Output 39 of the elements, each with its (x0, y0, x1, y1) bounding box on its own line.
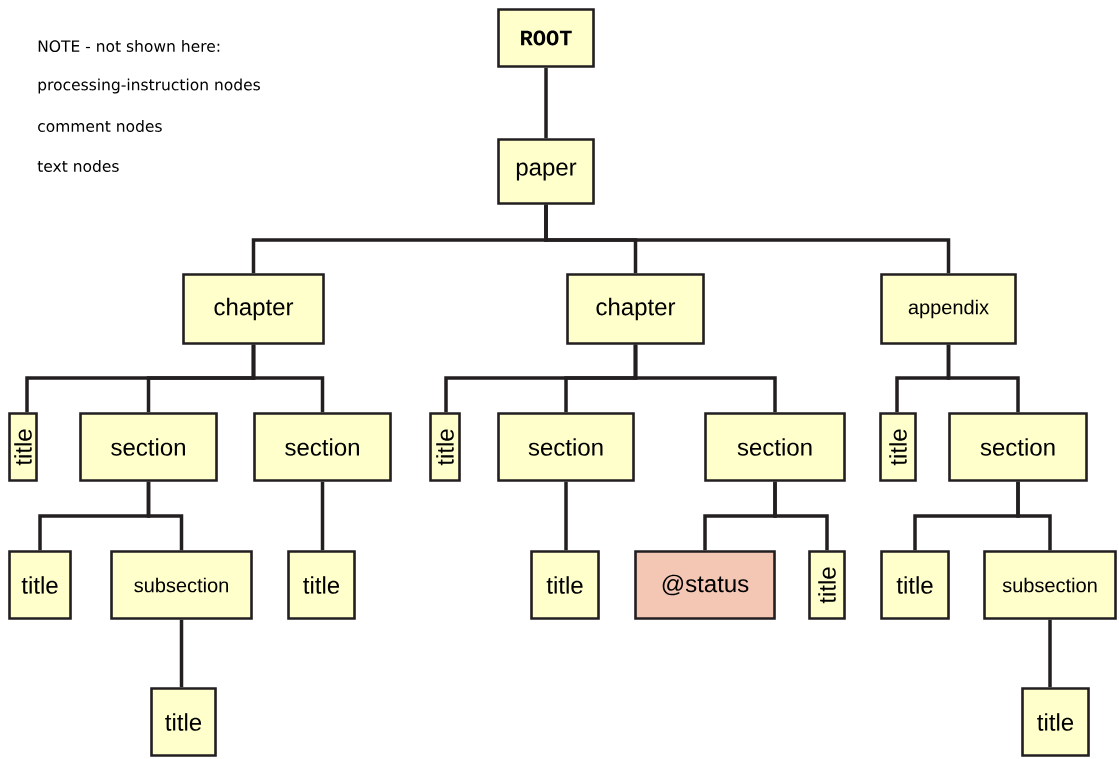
element-box: subsection (983, 550, 1117, 620)
note-text: text nodes (37, 160, 119, 172)
element-box: chapter (566, 273, 705, 345)
connector (1016, 481, 1052, 551)
attribute-box: @status (634, 550, 776, 620)
connector (544, 204, 951, 274)
connector (146, 481, 184, 551)
element-box: section (253, 412, 392, 482)
element-box: chapter (182, 273, 325, 345)
connector (633, 344, 777, 413)
element-box: title (530, 550, 600, 620)
element-box: section (79, 412, 218, 482)
connector (544, 67, 548, 139)
connector (773, 481, 829, 551)
connector (251, 344, 325, 413)
connector (320, 481, 325, 551)
root-box: ROOT (497, 8, 595, 68)
element-box: title (8, 412, 38, 482)
note-text: NOTE - not shown here: (38, 40, 220, 52)
element-box: title (808, 550, 846, 620)
connector (946, 344, 1020, 413)
connector (179, 619, 184, 688)
element-box: appendix (880, 273, 1017, 345)
element-box: section (704, 412, 846, 482)
connector (1048, 619, 1052, 688)
element-box: title (879, 412, 917, 482)
element-box: paper (497, 138, 595, 205)
element-box: title (150, 687, 217, 757)
element-box: section (948, 412, 1088, 482)
note-text: comment nodes (38, 120, 162, 132)
element-box: title (880, 550, 950, 620)
element-box: title (1021, 687, 1090, 757)
element-box: title (287, 550, 356, 620)
element-box: title (8, 550, 72, 620)
element-box: title (429, 412, 461, 482)
element-box: section (497, 412, 635, 482)
connector (564, 481, 568, 551)
element-box: subsection (110, 550, 253, 620)
note-text: processing-instruction nodes (38, 78, 260, 94)
